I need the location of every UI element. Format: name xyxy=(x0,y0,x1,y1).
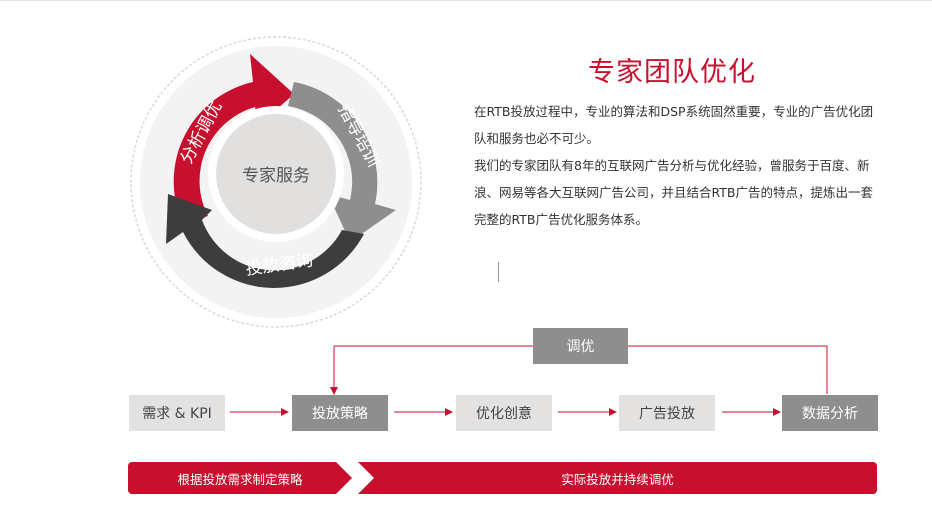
loop-box-optimize: 调优 xyxy=(533,328,628,364)
top-divider xyxy=(0,0,932,1)
text-divider xyxy=(498,262,499,282)
description-paragraph-1: 在RTB投放过程中，专业的算法和DSP系统固然重要，专业的广告优化团队和服务也必… xyxy=(474,104,874,146)
flow-step-strategy: 投放策略 xyxy=(292,395,388,431)
section-title: 专家团队优化 xyxy=(588,57,756,88)
cycle-segment-consult xyxy=(166,194,364,288)
cycle-segment-guide xyxy=(288,82,396,242)
cycle-segment-analyze xyxy=(173,54,294,224)
flow-step-analysis: 数据分析 xyxy=(782,395,878,431)
center-label: 专家服务 xyxy=(242,166,310,186)
banner-continuous-optimization: 实际投放并持续调优 xyxy=(358,462,877,494)
expert-service-cycle-diagram: 专家服务 分析调优 指导培训 投放咨询 xyxy=(130,36,422,328)
flow-step-requirements: 需求 & KPI xyxy=(129,395,225,431)
center-circle xyxy=(216,114,336,234)
banner-strategy: 根据投放需求制定策略 xyxy=(128,462,352,494)
loop-connector xyxy=(628,345,828,394)
flow-step-delivery: 广告投放 xyxy=(619,395,715,431)
section-description: 在RTB投放过程中，专业的算法和DSP系统固然重要，专业的广告优化团队和服务也必… xyxy=(474,98,874,233)
flow-step-creative: 优化创意 xyxy=(456,395,552,431)
description-paragraph-2: 我们的专家团队有8年的互联网广告分析与优化经验，曾服务于百度、新浪、网易等各大互… xyxy=(474,158,873,227)
